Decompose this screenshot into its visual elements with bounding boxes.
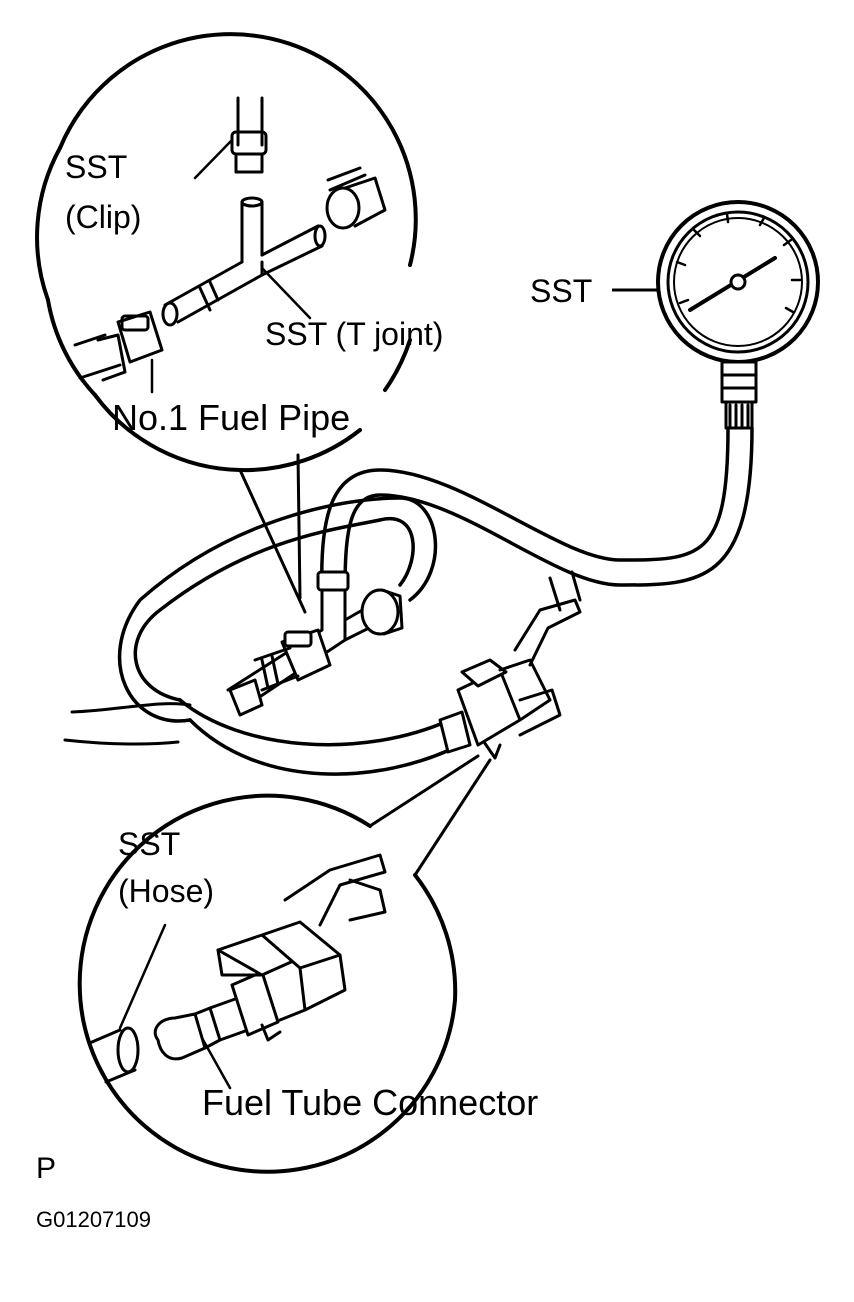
no1-fuel-pipe-connector-detail [73,310,164,394]
sst-t-joint-label: SST (T joint) [265,316,443,352]
sst-clip-label-line2: (Clip) [65,199,141,235]
sst-gauge-label: SST [530,273,592,309]
upper-callout-leaders [238,453,307,614]
sst-hose-label-line1: SST [118,826,180,862]
sst-clip-label-line1: SST [65,149,127,185]
labels: SST (Clip) SST (T joint) SST No.1 Fuel P… [36,149,592,1232]
fuel-tube-connector-detail [153,853,387,1090]
no1-fuel-pipe-label: No.1 Fuel Pipe [112,397,350,438]
t-joint-assembly [226,570,404,717]
pressure-gauge [656,200,820,430]
t-joint-detail [161,196,327,327]
sst-hose-main [320,426,754,592]
hose-end-detail [90,923,167,1084]
lower-detail-circle [77,793,458,1174]
background-pipe-lines [63,570,582,746]
fuel-tube-connector-label: Fuel Tube Connector [202,1082,538,1123]
corner-mark: P [36,1152,56,1185]
fuel-tube-connector-main [438,598,582,760]
figure-code: G01207109 [36,1207,151,1232]
fuel-pipe-loop [117,496,462,776]
clip-detail [193,96,268,180]
sst-hose-label-line2: (Hose) [118,873,214,909]
lower-callout-leaders [368,754,492,877]
clip-connector-detail [325,166,387,230]
upper-detail-circle [35,32,418,473]
